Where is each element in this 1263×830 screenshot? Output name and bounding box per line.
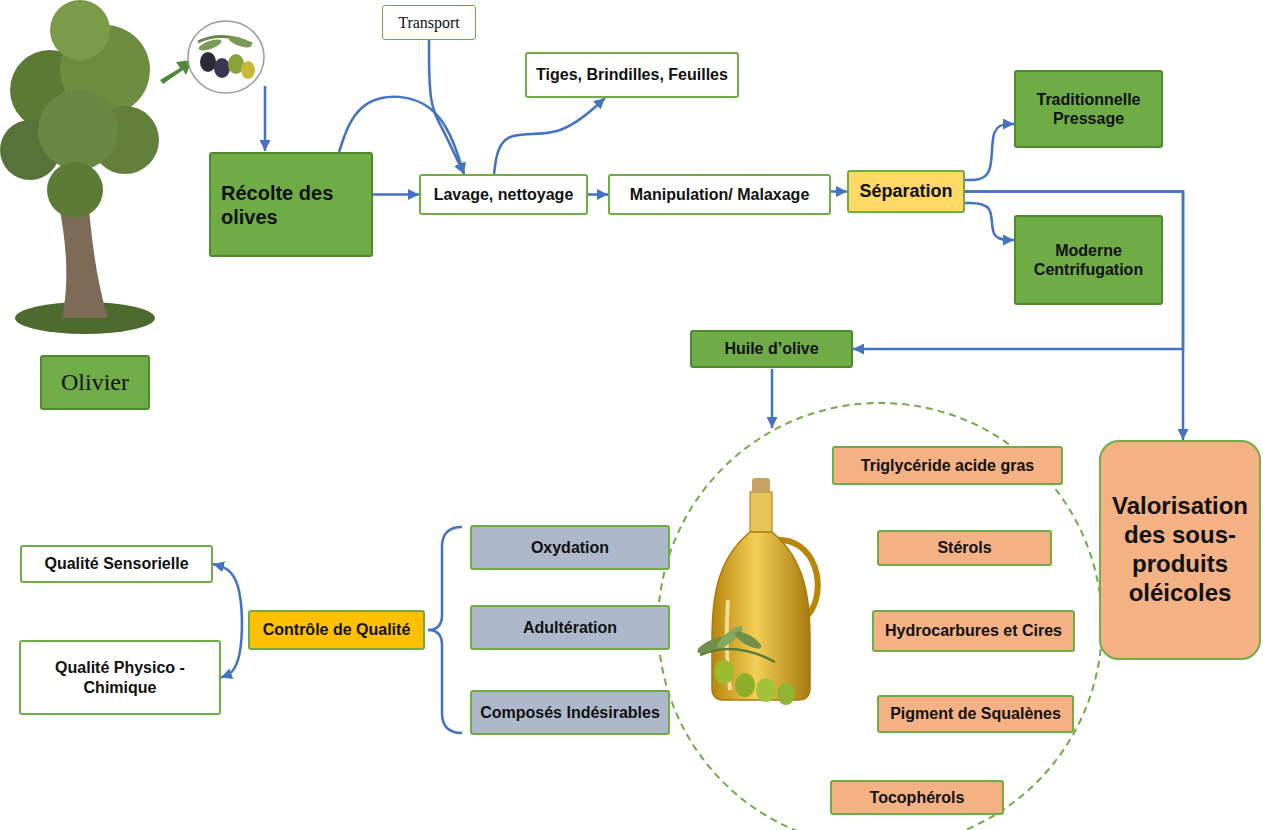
tree-foliage (38, 90, 118, 170)
olive-fruit (756, 678, 776, 702)
node-label: Triglycéride acide gras (861, 456, 1034, 475)
olive-branch (700, 649, 775, 662)
flow-arrow (494, 98, 605, 174)
node-label: Composés Indésirables (480, 703, 660, 722)
method-box: Traditionnelle Pressage (1014, 70, 1163, 148)
node-label: Qualité Sensorielle (44, 554, 188, 573)
quality-box: Qualité Sensorielle (20, 545, 213, 583)
node-label: Séparation (859, 181, 952, 203)
olive-leaf (733, 628, 764, 652)
node-label: Transport (398, 13, 460, 32)
olive-fruit (735, 673, 755, 697)
component-box: Tocophérols (830, 780, 1004, 815)
tree-trunk (58, 200, 108, 318)
process-box: Récolte des olives (209, 152, 373, 257)
node-label: Moderne Centrifugation (1024, 241, 1153, 279)
flow-arrow (373, 193, 419, 196)
green-arrow (160, 60, 192, 84)
flow-arrow (831, 190, 847, 193)
olive-fruit (214, 58, 230, 78)
flow-arrow (965, 124, 1014, 180)
tree-foliage (47, 162, 103, 218)
node-label: Qualité Physico - Chimique (29, 658, 211, 696)
process-box: Séparation (847, 170, 965, 213)
criterion-box: Composés Indésirables (470, 690, 670, 735)
connectors (213, 40, 1183, 678)
olive-fruit (200, 52, 216, 72)
method-box: Moderne Centrifugation (1014, 215, 1163, 305)
plant-label: Olivier (40, 355, 150, 410)
flow-arrow (588, 193, 608, 196)
tree-foliage (50, 0, 110, 60)
component-box: Triglycéride acide gras (832, 446, 1063, 485)
bottle-body (712, 532, 810, 700)
olives-picture (188, 21, 264, 93)
quality-box: Qualité Physico - Chimique (19, 640, 221, 715)
flow-arrow (965, 203, 1014, 240)
control-box: Contrôle de Qualité (248, 610, 425, 650)
flow-arrow (853, 192, 1183, 350)
node-label: Manipulation/ Malaxage (630, 185, 810, 204)
node-label: Pigment de Squalènes (890, 704, 1061, 723)
node-label: Tiges, Brindilles, Feuilles (536, 65, 728, 84)
node-label: Valorisation des sous-produits oléicoles (1109, 492, 1251, 607)
composition-circle (658, 403, 1102, 830)
flow-arrow (771, 369, 774, 428)
oil-bottle (695, 478, 817, 705)
bracket (428, 527, 462, 733)
node-label: Lavage, nettoyage (434, 185, 574, 204)
olive-fruit (777, 683, 795, 705)
waste-box: Tiges, Brindilles, Feuilles (525, 52, 739, 98)
olive-leaf (197, 37, 222, 53)
olives-frame (188, 21, 264, 93)
valorisation-box: Valorisation des sous-produits oléicoles (1099, 440, 1261, 660)
olive-leaf (227, 34, 252, 50)
process-box: Transport (382, 5, 476, 40)
flow-arrow (965, 192, 1183, 441)
component-box: Pigment de Squalènes (877, 695, 1074, 733)
node-label: Olivier (61, 368, 129, 397)
process-box: Manipulation/ Malaxage (608, 174, 831, 215)
bottle-neck (750, 492, 772, 534)
node-label: Huile d’olive (724, 339, 818, 358)
node-label: Récolte des olives (221, 181, 361, 229)
node-label: Oxydation (531, 538, 609, 557)
node-label: Stérols (937, 538, 991, 557)
component-box: Hydrocarbures et Cires (872, 610, 1075, 652)
component-box: Stérols (877, 530, 1052, 566)
node-label: Contrôle de Qualité (263, 620, 411, 639)
node-label: Traditionnelle Pressage (1024, 90, 1153, 128)
product-box: Huile d’olive (690, 330, 853, 368)
olive-tree (0, 0, 159, 334)
flow-arrow (429, 40, 464, 174)
flow-arrow (264, 86, 267, 151)
node-label: Hydrocarbures et Cires (885, 621, 1062, 640)
criterion-box: Oxydation (470, 525, 670, 570)
olive-fruit (241, 61, 255, 79)
node-label: Adultération (523, 618, 617, 637)
process-box: Lavage, nettoyage (419, 174, 588, 215)
olive-fruit (714, 660, 734, 684)
criterion-box: Adultération (470, 605, 670, 650)
bottle-cork (752, 478, 770, 493)
node-label: Tocophérols (870, 788, 965, 807)
